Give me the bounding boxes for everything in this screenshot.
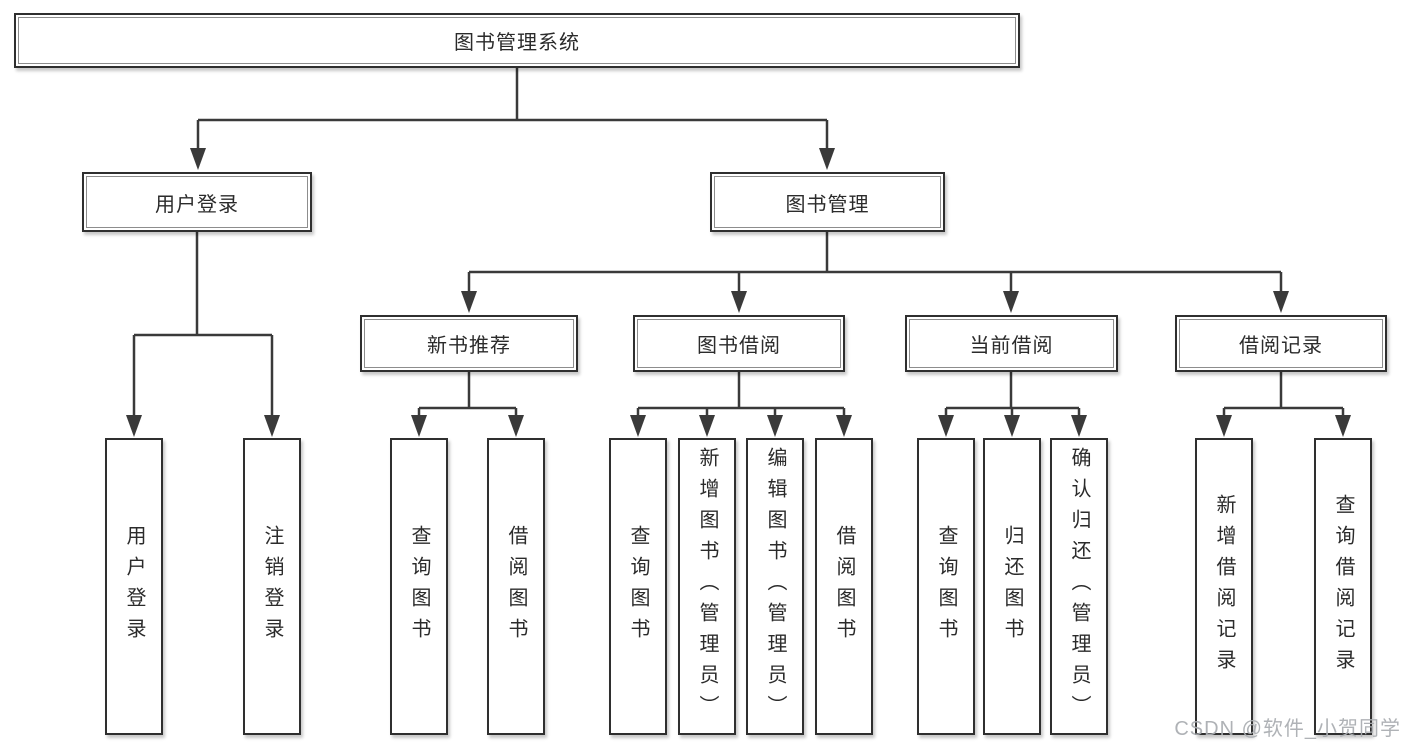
- leaf-query-books-recommend: 查询图书: [390, 438, 448, 735]
- node-borrow-records: 借阅记录: [1175, 315, 1387, 372]
- leaf-borrow-books: 借阅图书: [815, 438, 873, 735]
- leaf-user-login-label: 用户登录: [123, 524, 145, 649]
- leaf-query-books-current: 查询图书: [917, 438, 975, 735]
- connector-bookmgmt-to-level3: [467, 232, 1283, 295]
- node-borrow-records-label: 借阅记录: [1239, 335, 1323, 357]
- arrowheads: [126, 148, 1351, 437]
- leaf-add-books-admin: 新增图书（管理员）: [678, 438, 736, 735]
- leaf-edit-books-admin-label: 编辑图书（管理员）: [764, 447, 786, 726]
- connector-root-to-level2: [196, 68, 829, 152]
- leaf-query-borrow-record: 查询借阅记录: [1314, 438, 1372, 735]
- node-book-borrow-label: 图书借阅: [697, 335, 781, 357]
- leaf-confirm-return-admin-label: 确认归还（管理员）: [1068, 447, 1090, 726]
- node-current-borrow: 当前借阅: [905, 315, 1118, 372]
- leaf-edit-books-admin: 编辑图书（管理员）: [746, 438, 804, 735]
- leaf-borrow-books-recommend: 借阅图书: [487, 438, 545, 735]
- leaf-borrow-books-recommend-label: 借阅图书: [505, 524, 527, 649]
- leaf-query-books-borrow: 查询图书: [609, 438, 667, 735]
- leaf-logout: 注销登录: [243, 438, 301, 735]
- connector-records-to-leaves: [1222, 372, 1345, 421]
- node-book-management-label: 图书管理: [785, 193, 870, 216]
- connector-bookborrow-to-leaves: [636, 372, 846, 421]
- leaf-user-login: 用户登录: [105, 438, 163, 735]
- leaf-return-books: 归还图书: [983, 438, 1041, 735]
- node-root-system: 图书管理系统: [14, 13, 1020, 68]
- leaf-logout-label: 注销登录: [261, 524, 283, 649]
- connector-userlogin-to-leaves: [132, 232, 274, 421]
- leaf-query-books-current-label: 查询图书: [935, 524, 957, 649]
- node-current-borrow-label: 当前借阅: [969, 335, 1054, 357]
- node-book-borrow: 图书借阅: [633, 315, 845, 372]
- node-user-login: 用户登录: [82, 172, 312, 232]
- node-new-book-recommend-label: 新书推荐: [427, 335, 511, 357]
- node-book-management: 图书管理: [710, 172, 945, 232]
- leaf-add-borrow-record-label: 新增借阅记录: [1213, 493, 1235, 680]
- leaf-query-books-borrow-label: 查询图书: [627, 524, 649, 649]
- node-root-label: 图书管理系统: [454, 32, 580, 54]
- node-new-book-recommend: 新书推荐: [360, 315, 578, 372]
- connector-newrec-to-leaves: [417, 372, 518, 421]
- leaf-borrow-books-label: 借阅图书: [833, 524, 855, 649]
- leaf-query-borrow-record-label: 查询借阅记录: [1332, 493, 1354, 680]
- node-user-login-label: 用户登录: [155, 193, 239, 216]
- leaf-add-borrow-record: 新增借阅记录: [1195, 438, 1253, 735]
- leaf-query-books-recommend-label: 查询图书: [408, 524, 430, 649]
- connector-currentborrow-to-leaves: [944, 372, 1081, 421]
- leaf-confirm-return-admin: 确认归还（管理员）: [1050, 438, 1108, 735]
- leaf-add-books-admin-label: 新增图书（管理员）: [696, 447, 718, 726]
- leaf-return-books-label: 归还图书: [1001, 524, 1023, 649]
